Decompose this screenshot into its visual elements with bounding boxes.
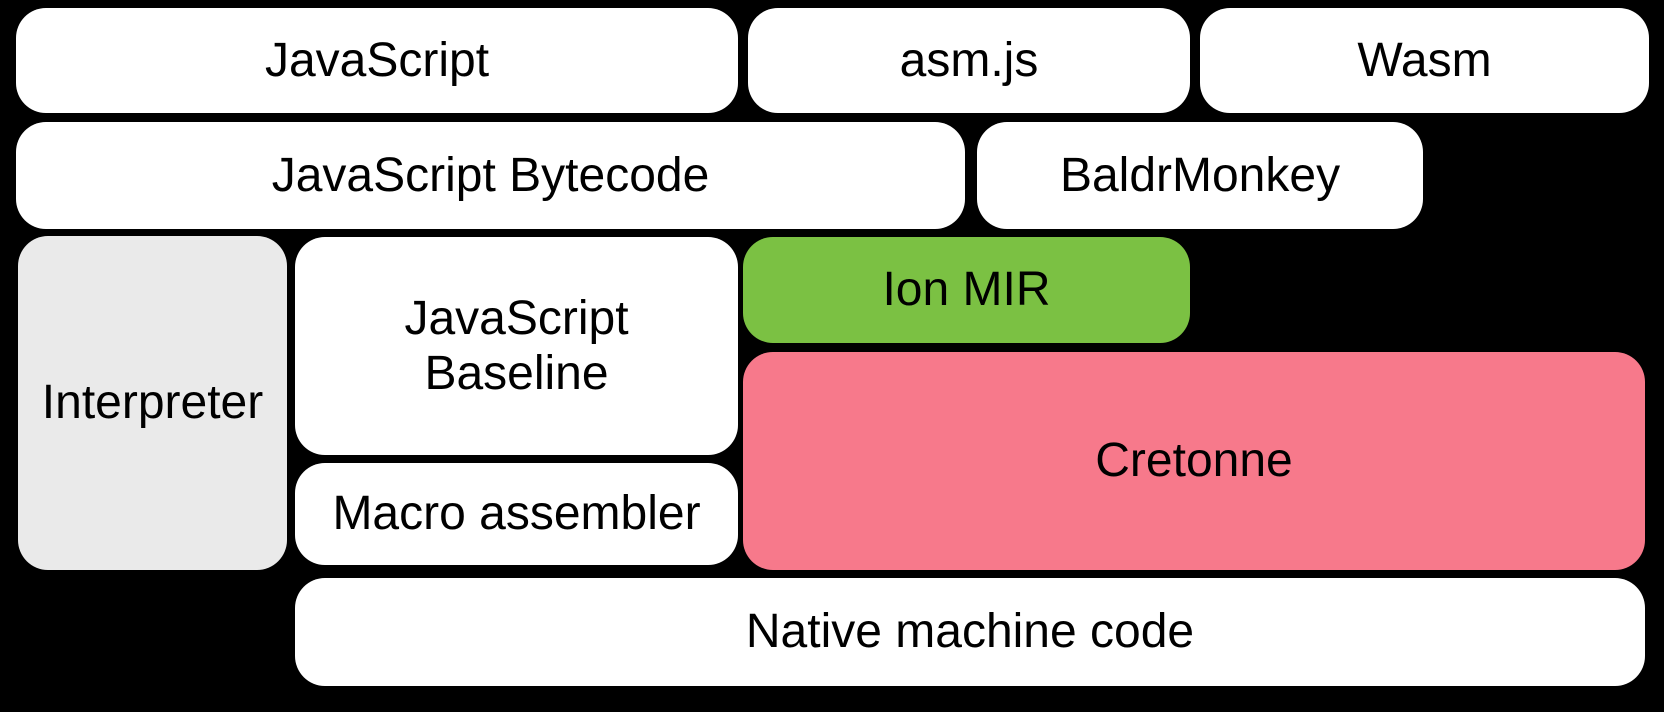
box-javascript: JavaScript (16, 8, 738, 113)
box-javascript-bytecode-label: JavaScript Bytecode (271, 148, 710, 202)
box-wasm-label: Wasm (1357, 33, 1492, 87)
box-native-machine-code: Native machine code (295, 578, 1645, 686)
box-ion-mir-label: Ion MIR (882, 263, 1051, 317)
box-javascript-label: JavaScript (264, 33, 490, 87)
box-javascript-bytecode: JavaScript Bytecode (16, 122, 965, 229)
box-javascript-baseline-label: JavaScript Baseline (404, 291, 629, 400)
box-macro-assembler-label: Macro assembler (332, 487, 701, 541)
box-macro-assembler: Macro assembler (295, 463, 738, 565)
box-baldrmonkey: BaldrMonkey (977, 122, 1423, 229)
box-ion-mir: Ion MIR (743, 237, 1190, 343)
box-wasm: Wasm (1200, 8, 1649, 113)
box-asmjs-label: asm.js (899, 33, 1039, 87)
box-native-machine-code-label: Native machine code (745, 605, 1195, 659)
box-interpreter: Interpreter (18, 236, 287, 570)
box-interpreter-label: Interpreter (41, 376, 264, 430)
box-asmjs: asm.js (748, 8, 1190, 113)
box-cretonne-label: Cretonne (1095, 434, 1293, 488)
box-baldrmonkey-label: BaldrMonkey (1059, 148, 1341, 202)
box-cretonne: Cretonne (743, 352, 1645, 570)
box-javascript-baseline: JavaScript Baseline (295, 237, 738, 455)
